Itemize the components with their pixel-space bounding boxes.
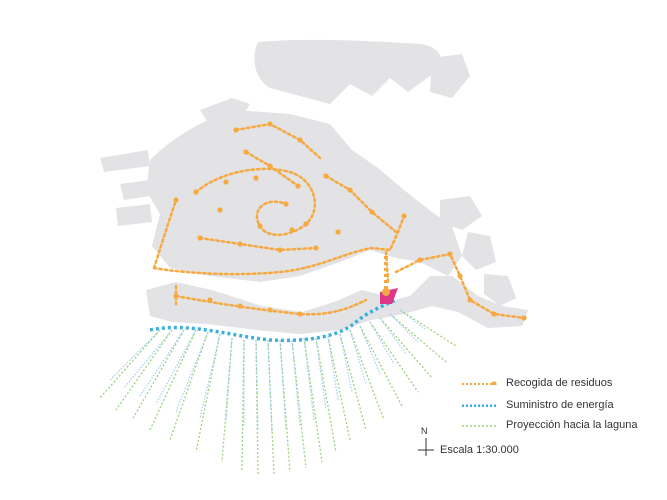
legend-label-waste: Recogida de residuos (506, 377, 613, 389)
scale-label: Escala 1:30.000 (440, 444, 519, 456)
hub-node (382, 288, 390, 296)
lagoon-projection-lines (99, 309, 457, 475)
east-isle-3 (484, 274, 516, 306)
energy-line-icon (462, 404, 498, 407)
west-pier-2 (120, 180, 150, 200)
main-island-north (146, 110, 462, 282)
west-pier-1 (100, 150, 150, 172)
north-east-island (430, 54, 470, 98)
land-masses (100, 39, 528, 334)
energy-supply-route (149, 298, 397, 343)
legend-label-lagoon: Proyección hacia la laguna (506, 419, 638, 431)
east-isle-1 (440, 196, 482, 230)
lagoon-line-icon (462, 425, 498, 427)
waste-collection-nodes (173, 121, 527, 321)
north-arrow-icon (418, 438, 434, 456)
northern-island (254, 39, 442, 105)
legend-label-energy: Suministro de energía (506, 399, 614, 411)
main-island-south (146, 276, 528, 334)
legend-item-lagoon: Proyección hacia la laguna (462, 416, 637, 434)
legend-item-energy: Suministro de energía (462, 396, 614, 414)
waste-line-icon (462, 381, 497, 385)
north-west-island (200, 98, 250, 126)
east-isle-2 (462, 232, 496, 270)
legend-item-waste: Recogida de residuos (462, 374, 612, 392)
north-indicator: N (421, 426, 428, 436)
west-pier-3 (116, 204, 152, 226)
energy-flow-lines (109, 309, 427, 433)
